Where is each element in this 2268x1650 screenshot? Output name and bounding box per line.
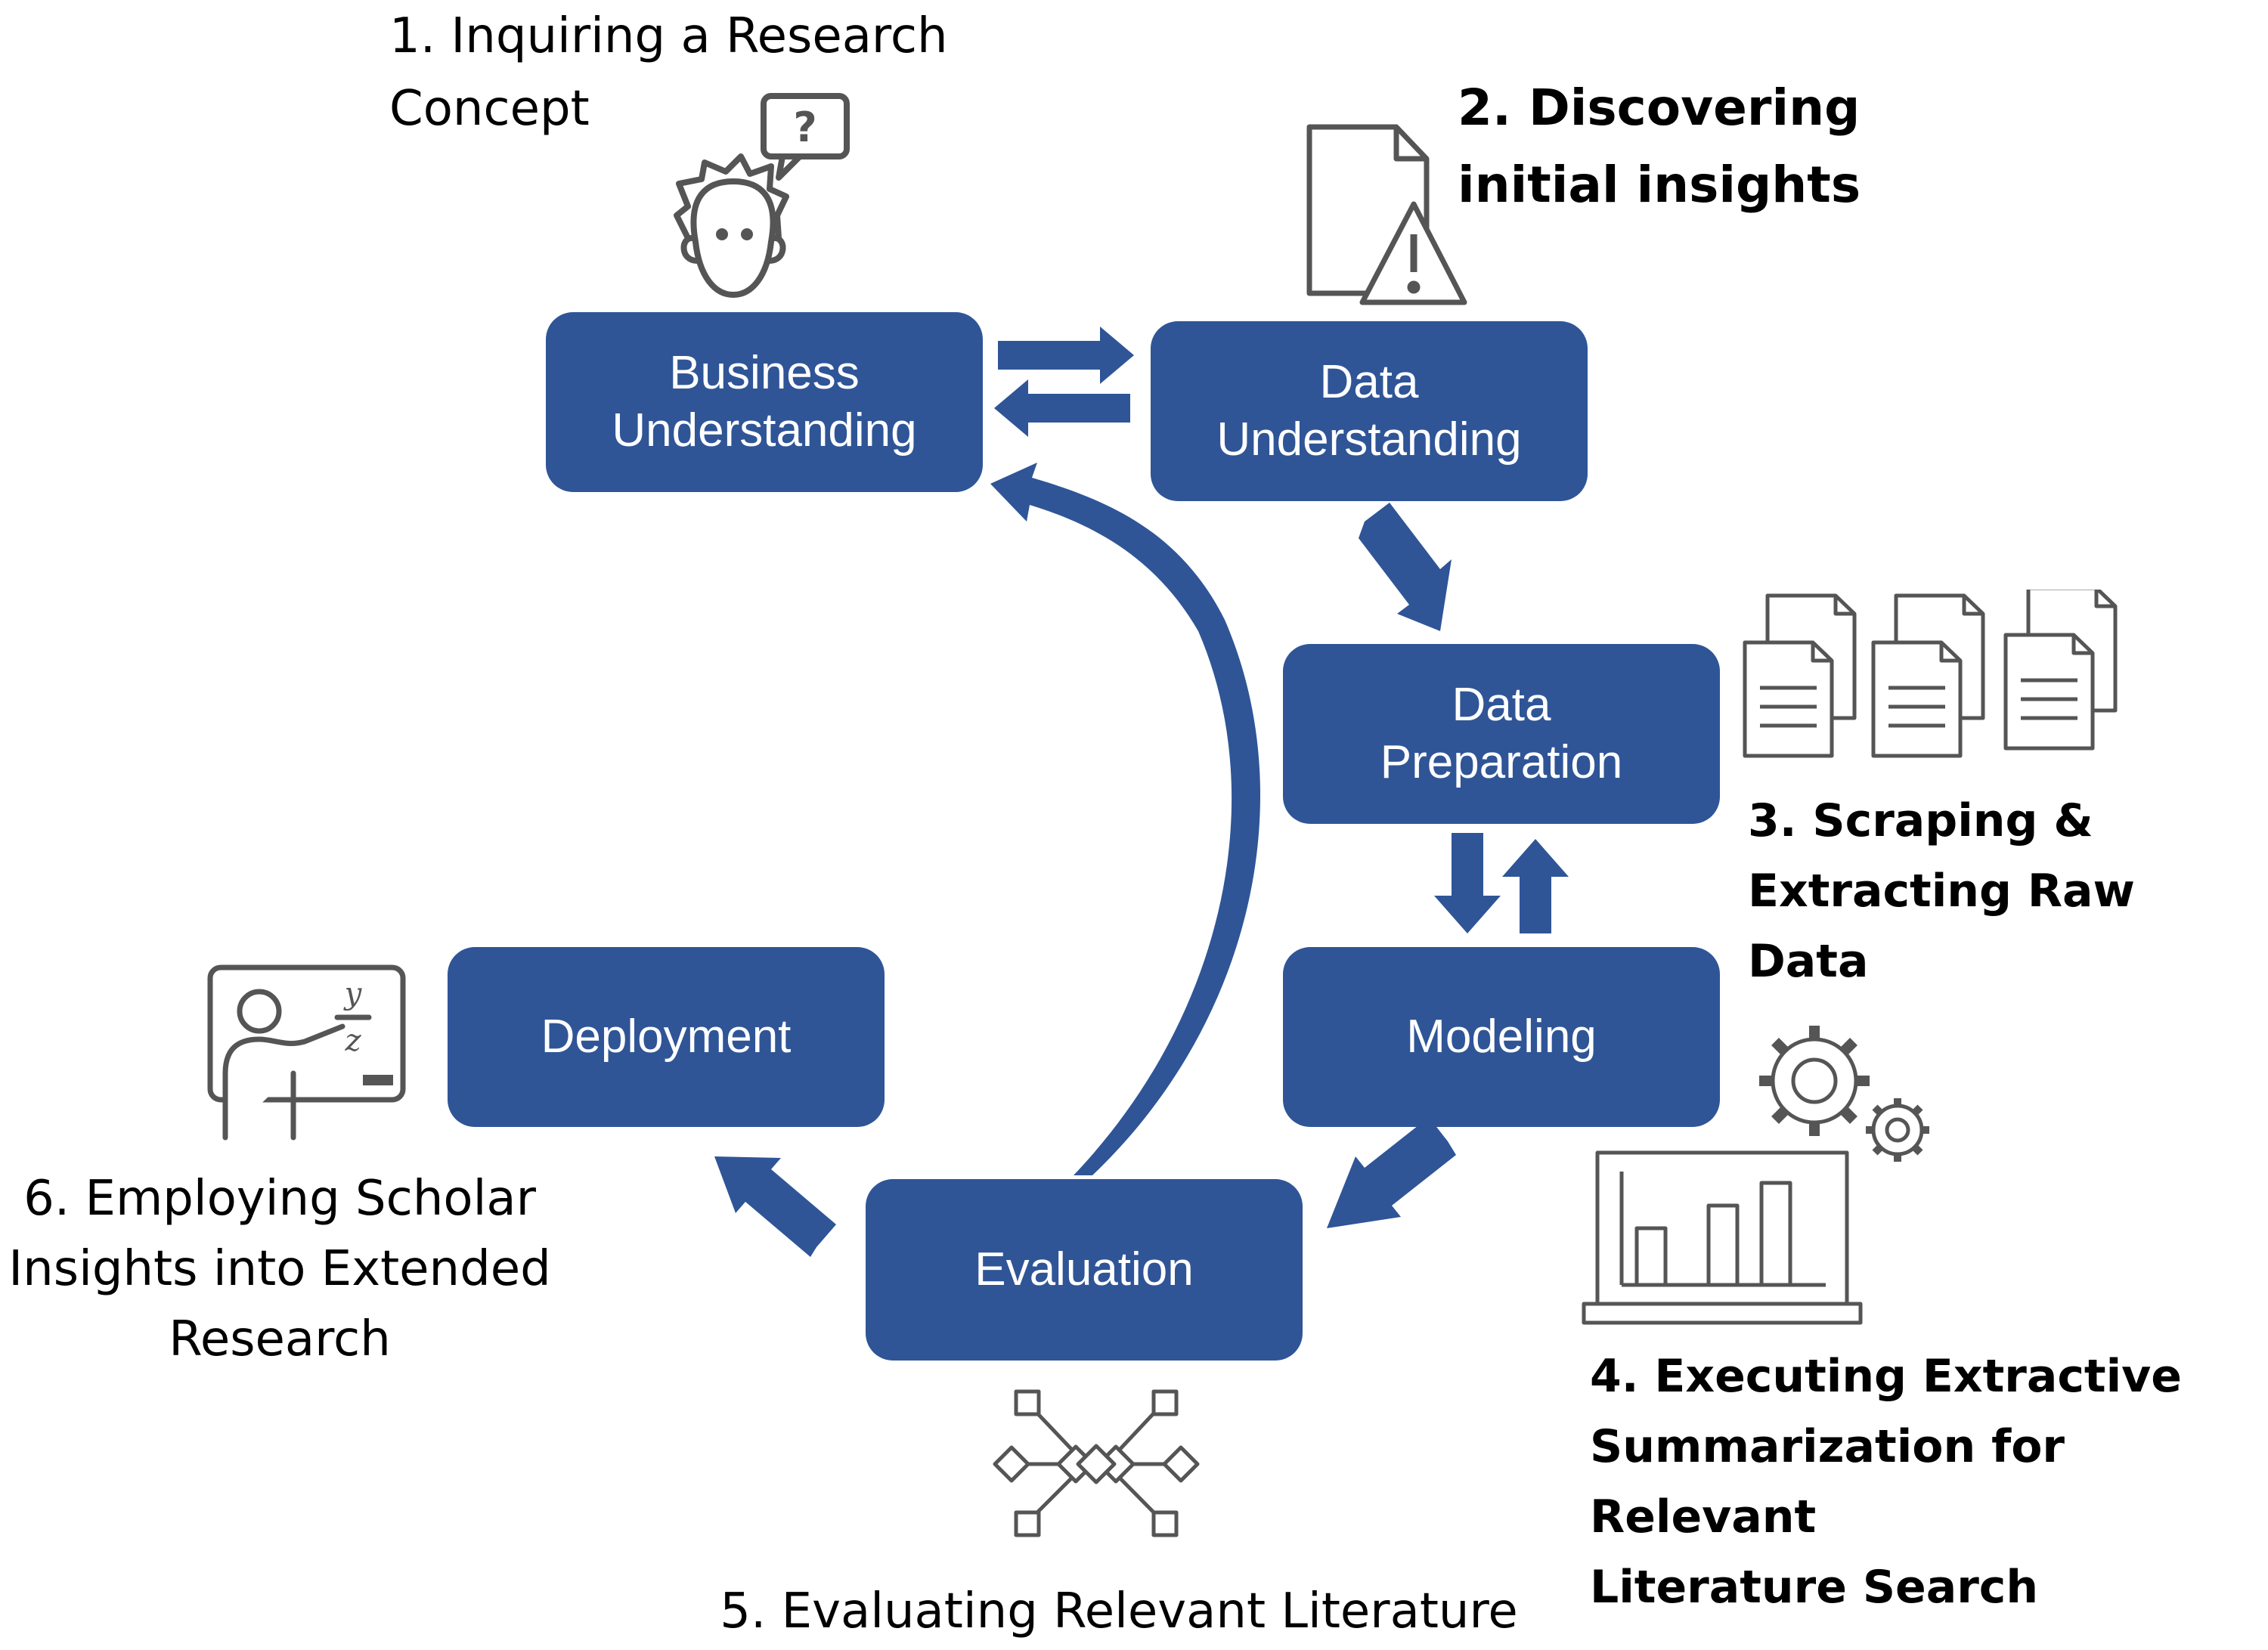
phase-data-understanding[interactable]: Data Understanding — [1151, 321, 1588, 501]
step6-line1: 6. Employing Scholar — [23, 1171, 536, 1227]
step3-line1: 3. Scraping & — [1748, 794, 2093, 847]
step6-label: 6. Employing Scholar Insights into Exten… — [0, 1164, 559, 1374]
gears-laptop-chart-icon — [1582, 1026, 1929, 1325]
phase-business-understanding[interactable]: Business Understanding — [546, 312, 983, 492]
arrow-modeling-to-preparation — [1502, 839, 1569, 933]
step4-label: 4. Executing Extractive Summarization fo… — [1590, 1342, 2266, 1623]
step3-label: 3. Scraping & Extracting Raw Data — [1748, 786, 2262, 997]
researcher-question-icon: ? — [674, 93, 850, 298]
step6-line2: Insights into Extended — [8, 1240, 551, 1297]
question-mark: ? — [793, 104, 816, 151]
laptop-icon — [1582, 1150, 1863, 1325]
phase-data-preparation-line2: Preparation — [1380, 736, 1623, 788]
step1-label: 1. Inquiring a Research Concept — [389, 0, 1070, 145]
arrow-evaluation-to-deployment — [714, 1156, 836, 1257]
phase-data-preparation[interactable]: Data Preparation — [1283, 644, 1720, 824]
phase-data-understanding-line2: Understanding — [1216, 413, 1522, 466]
gear-icon-small — [1866, 1098, 1929, 1162]
step5-label: 5. Evaluating Relevant Literature — [665, 1575, 1572, 1648]
phase-data-preparation-line1: Data — [1452, 679, 1551, 732]
teacher-board-icon: y z — [207, 964, 406, 1141]
step2-line1: 2. Discovering — [1458, 79, 1861, 137]
phase-modeling-label: Modeling — [1406, 1011, 1597, 1063]
phase-deployment-label: Deployment — [541, 1011, 792, 1063]
step5-line1: 5. Evaluating Relevant Literature — [720, 1583, 1518, 1639]
phase-evaluation[interactable]: Evaluation — [866, 1179, 1303, 1361]
arrow-evaluation-to-business-curve — [990, 463, 1261, 1175]
step1-line2: Concept — [389, 81, 590, 137]
arrow-data-to-business — [994, 379, 1130, 437]
documents-stack-icon — [1743, 590, 2118, 758]
phase-business-line1: Business — [669, 347, 860, 400]
board-formula-z: z — [344, 1023, 361, 1058]
arrow-modeling-to-evaluation — [1327, 1117, 1456, 1228]
step6-line3: Research — [169, 1311, 391, 1367]
step4-line3: Literature Search — [1590, 1561, 2039, 1614]
phase-deployment[interactable]: Deployment — [448, 947, 885, 1127]
step4-line1: 4. Executing Extractive — [1590, 1350, 2182, 1403]
phase-data-understanding-line1: Data — [1319, 356, 1419, 409]
step2-line2: initial insights — [1458, 156, 1861, 215]
step2-label: 2. Discovering initial insights — [1458, 70, 1987, 224]
document-warning-icon — [1306, 124, 1467, 305]
step3-line2: Extracting Raw Data — [1748, 865, 2135, 988]
arrow-preparation-to-modeling — [1434, 833, 1501, 933]
phase-evaluation-label: Evaluation — [974, 1243, 1194, 1296]
phase-business-line2: Understanding — [612, 404, 917, 457]
arrow-data-to-preparation — [1359, 503, 1452, 631]
gear-icon-large — [1759, 1026, 1870, 1136]
board-formula-y: y — [343, 977, 363, 1011]
network-graph-icon — [993, 1389, 1200, 1537]
phase-modeling[interactable]: Modeling — [1283, 947, 1720, 1127]
step1-line1: 1. Inquiring a Research — [389, 8, 948, 64]
step4-line2: Summarization for Relevant — [1590, 1420, 2065, 1543]
arrow-business-to-data — [998, 327, 1134, 384]
